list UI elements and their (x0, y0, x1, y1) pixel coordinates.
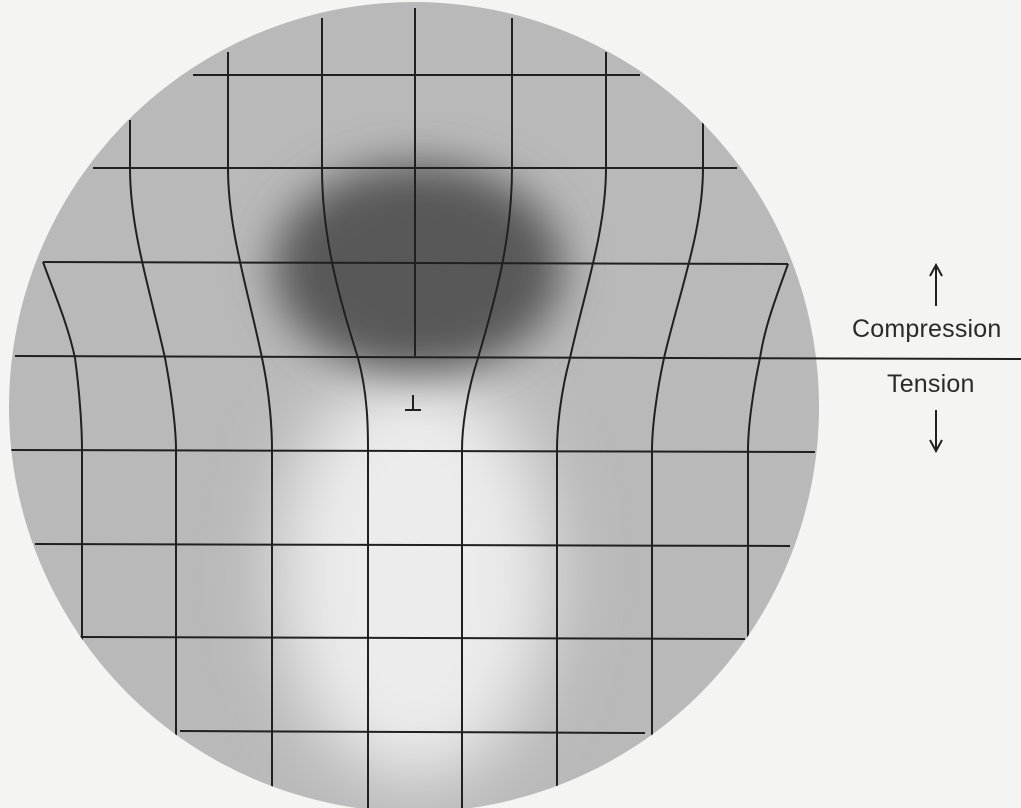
up-arrow-icon (929, 262, 943, 306)
lattice-column-line (461, 18, 513, 808)
down-arrow-icon (929, 410, 943, 454)
lattice-vertical-lines (42, 8, 789, 808)
lattice-row-line (79, 636, 746, 640)
slip-plane-line (14, 355, 1021, 360)
lattice-row-line (9, 449, 816, 453)
lattice-column-line (227, 52, 273, 808)
lattice-row-line (34, 543, 791, 547)
lattice-column-line (651, 120, 704, 808)
dislocation-symbol (405, 395, 421, 411)
compression-zone (273, 163, 563, 373)
tension-label: Tension (887, 370, 975, 398)
tension-zone (280, 370, 550, 780)
lattice-row-line (179, 730, 646, 734)
lattice-column-line (556, 52, 607, 808)
compression-label: Compression (852, 315, 1002, 343)
lattice-column-line (129, 120, 177, 808)
lattice-column-line (42, 261, 83, 680)
lattice-column-line (321, 18, 369, 808)
